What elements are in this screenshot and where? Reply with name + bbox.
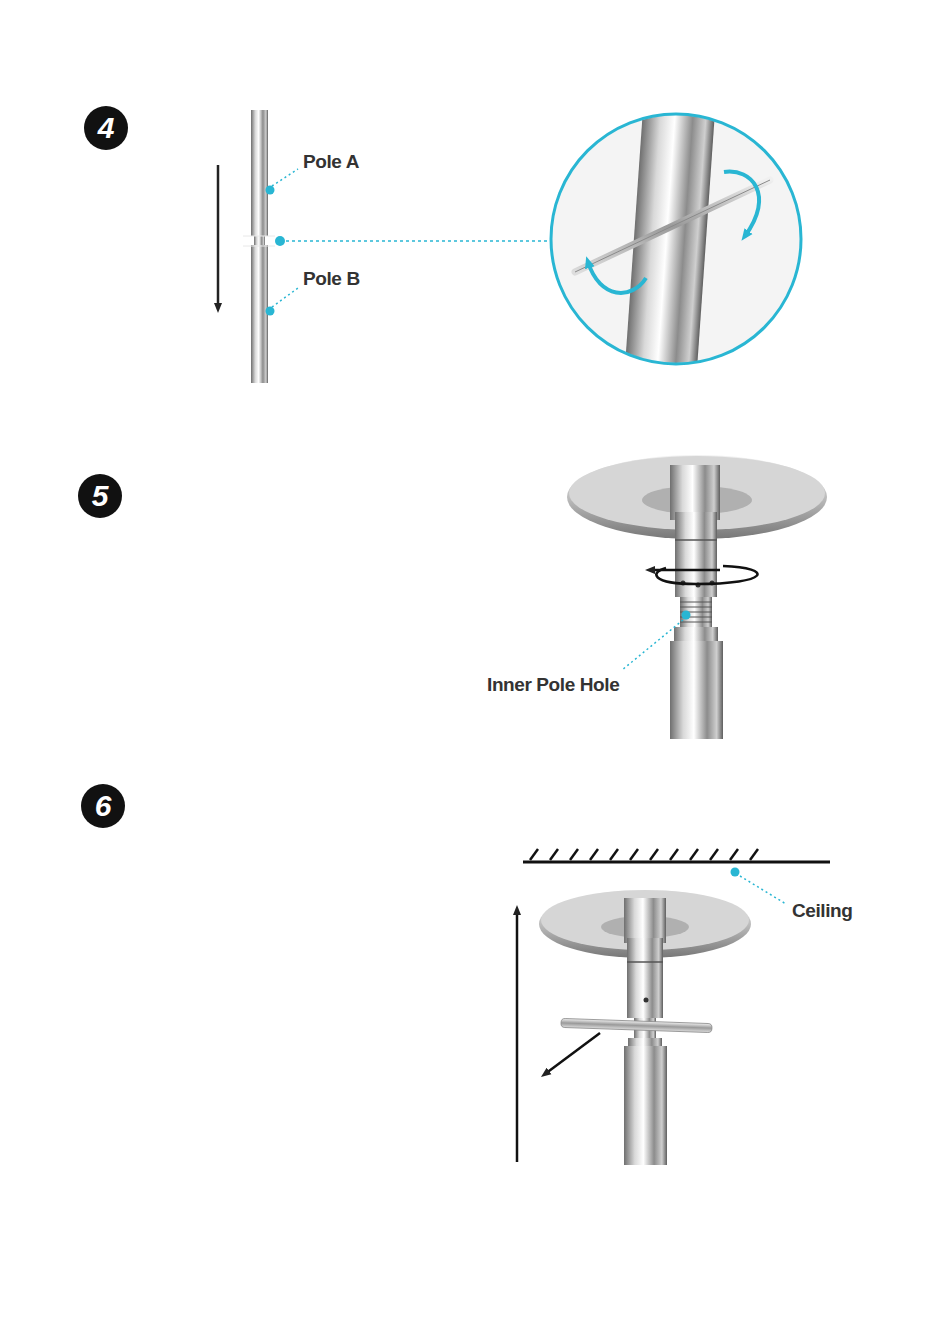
- part-label: Pole B: [303, 268, 360, 291]
- step-number: 5: [92, 481, 109, 511]
- step-number-badge: 6: [81, 784, 125, 828]
- part-label: Pole A: [303, 151, 359, 174]
- part-label: Inner Pole Hole: [487, 674, 619, 697]
- step-number-badge: 5: [78, 474, 122, 518]
- step-number: 4: [98, 113, 115, 143]
- part-label: Ceiling: [792, 900, 853, 923]
- step-number: 6: [95, 791, 112, 821]
- step-number-badge: 4: [84, 106, 128, 150]
